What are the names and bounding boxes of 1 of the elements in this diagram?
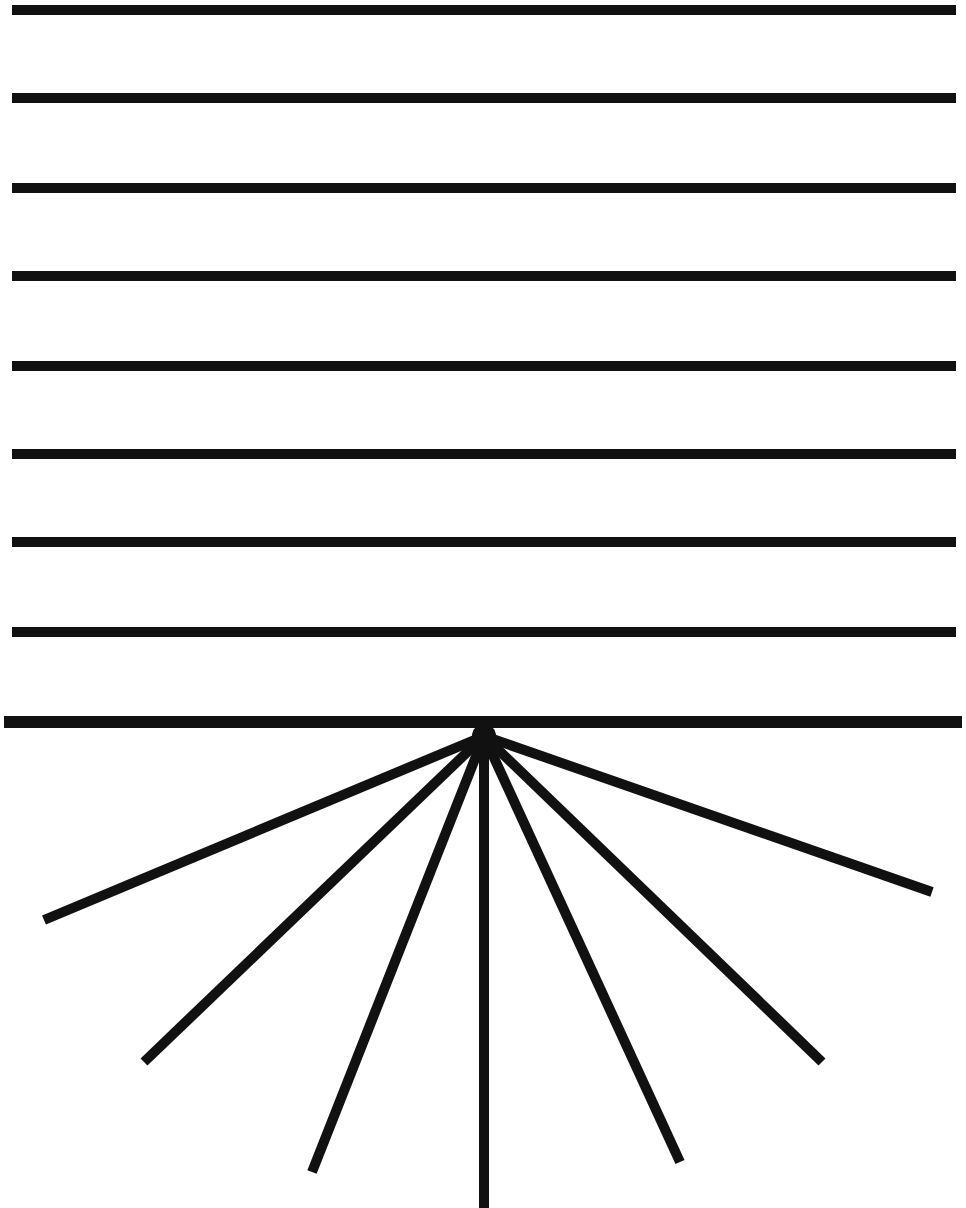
ray-lines-drawing bbox=[4, 5, 962, 1208]
